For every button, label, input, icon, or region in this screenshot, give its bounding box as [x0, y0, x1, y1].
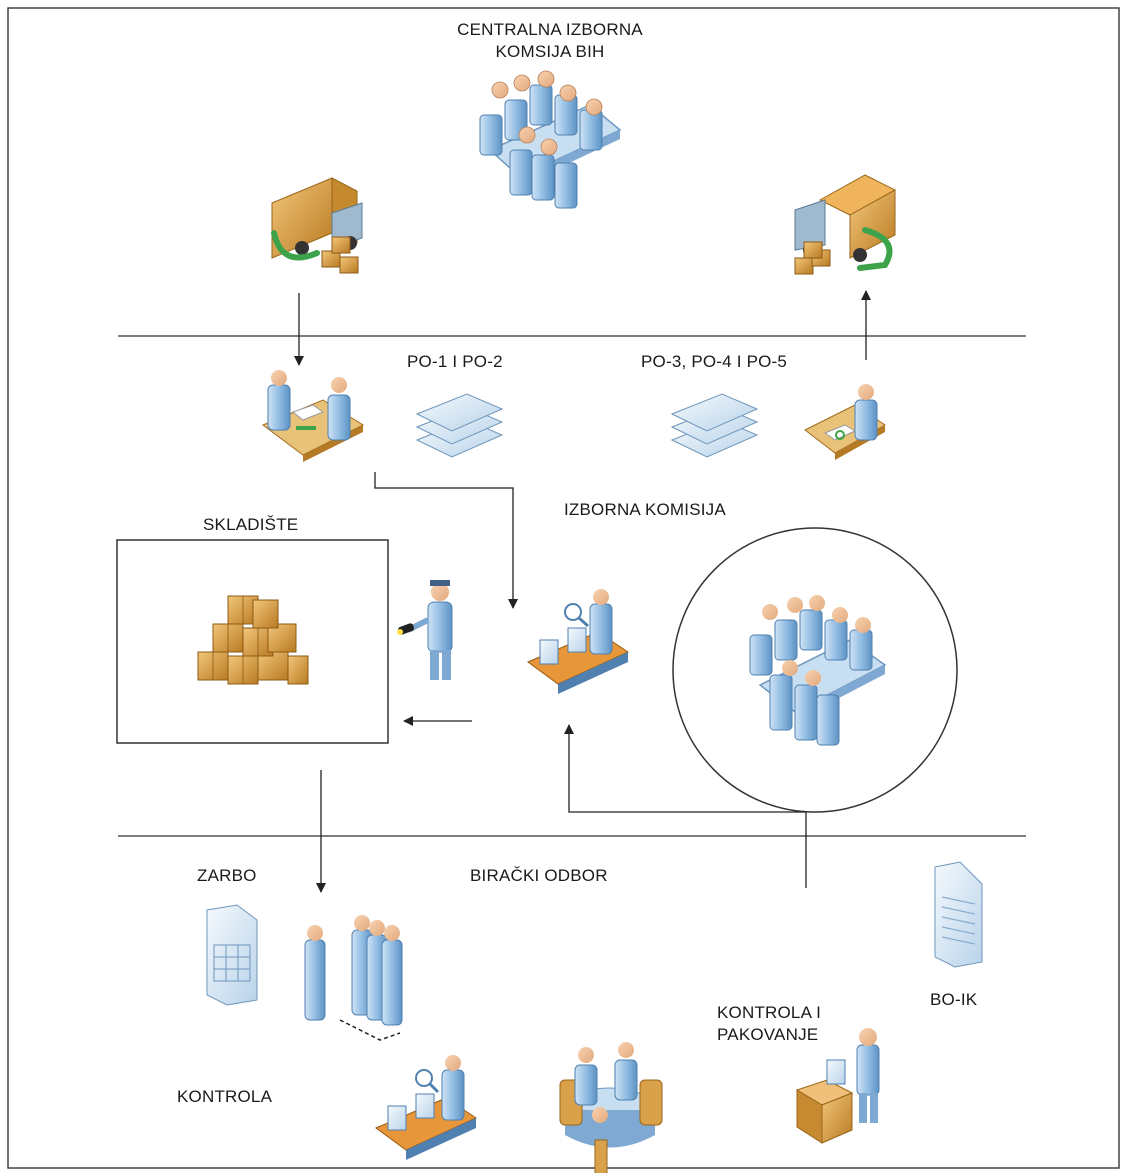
spreadsheet-document-icon — [206, 904, 258, 1006]
kontrola-pakovanje-line-1: KONTROLA I — [717, 1003, 822, 1022]
delivery-truck-icon — [271, 177, 363, 274]
inspection-conveyor-icon — [526, 589, 630, 694]
arrow-board-to-inspection — [564, 724, 807, 888]
forms-right-label: PO-3, PO-4 I PO-5 — [641, 352, 788, 371]
title-line-1: CENTRALNA IZBORNA — [457, 20, 643, 39]
outer-border — [7, 7, 1120, 1169]
document-stack-icon — [415, 393, 504, 458]
text-document-icon — [934, 861, 983, 968]
handover-desk-icon — [262, 370, 365, 462]
forms-left-label: PO-1 I PO-2 — [407, 352, 503, 371]
biracki-odbor-label: BIRAČKI ODBOR — [470, 866, 608, 885]
inspection-conveyor-icon-2 — [374, 1055, 478, 1160]
voter-queue-icon — [304, 915, 403, 1041]
document-stack-icon-2 — [670, 393, 759, 458]
signing-desk-icon — [804, 384, 886, 460]
security-guard-icon — [397, 580, 453, 680]
zarbo-label: ZARBO — [197, 866, 257, 885]
skladiste-label: SKLADIŠTE — [203, 515, 299, 534]
packing-box-icon — [795, 1028, 880, 1144]
round-table-icon — [559, 1042, 663, 1173]
receiving-truck-icon — [794, 174, 897, 275]
committee-table-icon — [749, 595, 887, 746]
kontrola-label: KONTROLA — [177, 1087, 273, 1106]
warehouse-boxes-icon — [197, 595, 309, 685]
arrow-intake-to-inspection — [374, 472, 518, 609]
commission-circle — [672, 527, 958, 813]
bo-ik-label: BO-IK — [930, 990, 978, 1009]
title-line-2: KOMSIJA BIH — [495, 42, 605, 61]
conference-table-icon — [479, 70, 622, 209]
warehouse-frame — [116, 539, 389, 744]
kontrola-pakovanje-line-2: PAKOVANJE — [717, 1025, 819, 1044]
izborna-komisija-label: IZBORNA KOMISIJA — [564, 500, 726, 519]
